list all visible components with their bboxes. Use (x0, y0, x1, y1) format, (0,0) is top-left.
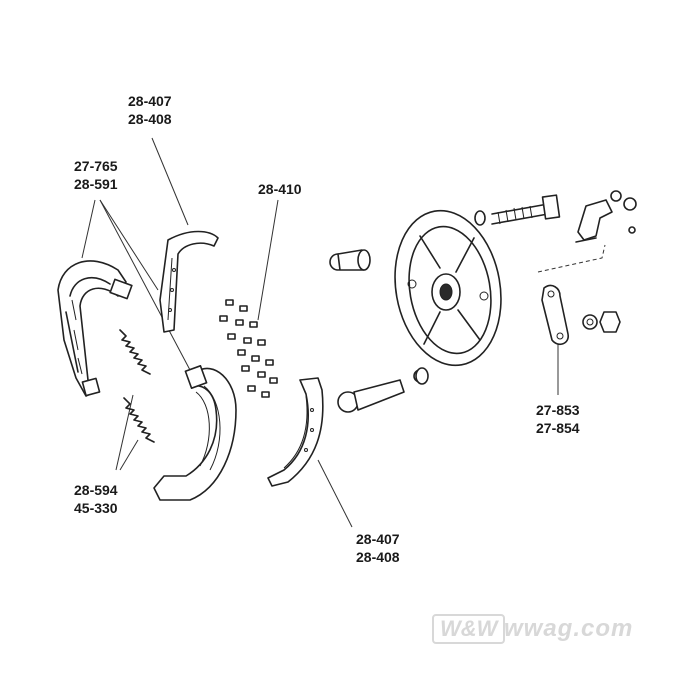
brake-lever (541, 284, 569, 346)
rivets (219, 299, 278, 398)
brake-arm-linkage (575, 190, 637, 243)
callout-lining-lower-line2: 28-408 (356, 549, 400, 565)
callout-springs-line1: 28-594 (74, 482, 118, 498)
callout-shoe-assembly-line2: 28-591 (74, 176, 118, 192)
brake-lining-lower (267, 377, 324, 487)
brake-cam (337, 369, 427, 413)
callout-rivets-line1: 28-410 (258, 181, 302, 197)
washer-small (415, 367, 429, 385)
nut-washer (582, 311, 621, 333)
callout-shoe-upper-line2: 28-408 (128, 111, 172, 127)
callout-shoe-upper-line1: 28-407 (128, 93, 172, 109)
callout-springs: 28-594 45-330 (74, 481, 118, 517)
return-springs (119, 329, 155, 443)
callout-lever-line2: 27-854 (536, 420, 580, 436)
brake-shoe-assembly (57, 260, 133, 397)
callout-lining-lower: 28-407 28-408 (356, 530, 400, 566)
watermark: W&W wwag.com (432, 610, 652, 650)
brake-backing-plate (394, 209, 502, 367)
callout-rivets: 28-410 (258, 180, 302, 198)
watermark-url: wwag.com (504, 615, 634, 642)
callout-lever-line1: 27-853 (536, 402, 580, 418)
callout-lining-lower-line1: 28-407 (356, 531, 400, 547)
watermark-logo: W&W (432, 614, 506, 644)
pivot-bolt (474, 194, 561, 226)
leader-lines (81, 137, 606, 528)
callout-shoe-assembly-line1: 27-765 (74, 158, 118, 174)
callout-lever: 27-853 27-854 (536, 401, 580, 437)
cam-pin (329, 249, 371, 271)
brake-lining-upper (159, 230, 219, 333)
callout-springs-line2: 45-330 (74, 500, 118, 516)
callout-shoe-assembly: 27-765 28-591 (74, 157, 118, 193)
brake-shoe-right (153, 365, 237, 501)
callout-shoe-upper: 28-407 28-408 (128, 92, 172, 128)
